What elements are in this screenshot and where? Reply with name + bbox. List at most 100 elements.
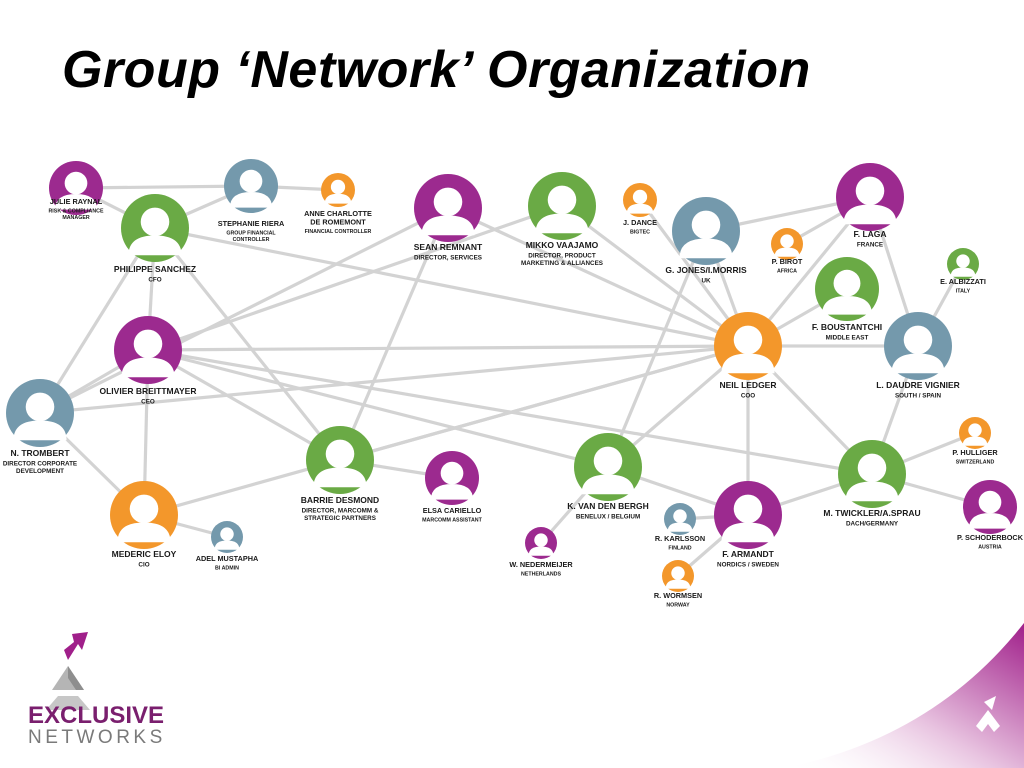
person-icon	[774, 234, 800, 257]
person-node-twickler: M. TWICKLER/A.SPRAU DACH/GERMANY	[823, 440, 921, 528]
person-node-karlsson: R. KARLSSON FINLAND	[655, 503, 705, 552]
person-role: MIDDLE EAST	[826, 335, 869, 342]
person-role: BI ADMIN	[215, 566, 239, 572]
person-icon	[421, 187, 475, 236]
logo-arrow-icon	[46, 632, 90, 710]
connection-julie-stephanie	[75, 184, 252, 190]
person-icon	[843, 176, 897, 225]
person-name: M. TWICKLER/A.SPRAU	[823, 508, 920, 518]
person-name: BARRIE DESMOND	[301, 495, 379, 505]
corner-decoration	[784, 623, 1024, 768]
person-role: GROUP FINANCIAL	[226, 231, 276, 237]
person-name: E. ALBIZZATI	[940, 277, 986, 286]
person-icon	[54, 171, 98, 210]
person-name: OLIVIER BREITTMAYER	[100, 386, 197, 396]
connection-trombert-sean	[39, 206, 449, 415]
person-name: MEDERIC ELOY	[112, 549, 177, 559]
person-role: CEO	[141, 399, 155, 406]
person-name: STEPHANIE RIERA	[218, 219, 285, 228]
person-role: BIGTEC	[630, 230, 650, 236]
person-role: NORWAY	[666, 603, 690, 609]
corner-logo-icon	[976, 696, 1000, 732]
connection-olivier-neil	[147, 344, 749, 352]
person-icon	[845, 453, 899, 502]
person-role: DACH/GERMANY	[846, 521, 899, 528]
person-name: N. TROMBERT	[10, 448, 70, 458]
person-role: DIRECTOR CORPORATE	[3, 461, 77, 468]
person-icon	[891, 325, 945, 374]
person-name: W. NEDERMEIJER	[509, 560, 573, 569]
person-node-hulliger: P. HULLIGER SWITZERLAND	[952, 417, 998, 466]
person-role: RISK & COMPLIANCE	[48, 209, 103, 215]
person-name: MIKKO VAAJAMO	[526, 240, 599, 250]
person-name: SEAN REMNANT	[414, 242, 483, 252]
person-name: JULIE RAYNAL	[50, 197, 103, 206]
person-icon	[721, 325, 775, 374]
person-icon	[229, 169, 273, 208]
person-role: CFO	[148, 277, 161, 284]
connection-jones-vdbergh	[606, 230, 708, 468]
person-role: MARCOMM ASSISTANT	[422, 518, 482, 524]
person-name: ADEL MUSTAPHA	[196, 554, 259, 563]
connection-philippe-neil	[154, 226, 749, 348]
person-role: NETHERLANDS	[521, 572, 561, 578]
person-name: R. WORMSEN	[654, 591, 702, 600]
exclusive-networks-logo	[46, 632, 90, 710]
person-role: FRANCE	[857, 242, 883, 249]
person-role: CIO	[138, 562, 149, 569]
logo-wordmark-bottom: NETWORKS	[28, 727, 166, 748]
person-icon	[721, 494, 775, 543]
connection-philippe-trombert	[38, 227, 157, 414]
connection-mikko-neil	[561, 204, 749, 348]
person-role: COO	[741, 393, 755, 400]
person-icon	[121, 329, 175, 378]
person-role: DEVELOPMENT	[16, 468, 64, 475]
person-icon	[117, 494, 171, 543]
person-node-nedermeijer: W. NEDERMEIJER NETHERLANDS	[509, 527, 573, 578]
person-node-olivier: OLIVIER BREITTMAYER CEO	[100, 316, 197, 406]
person-name: P. SCHODERBOCK	[957, 533, 1024, 542]
person-name-line2: DE ROMEMONT	[310, 218, 366, 227]
person-icon	[13, 392, 67, 441]
person-node-adel: ADEL MUSTAPHA BI ADMIN	[196, 521, 259, 572]
person-name: ELSA CARIELLO	[423, 506, 482, 515]
person-role: FINLAND	[668, 546, 691, 552]
person-icon	[581, 446, 635, 495]
person-icon	[528, 533, 554, 556]
slide-title: Group ‘Network’ Organization	[62, 41, 811, 99]
person-icon	[665, 566, 691, 589]
logo-wordmark-top: EXCLUSIVE	[28, 702, 165, 729]
connection-barrie-sean	[338, 207, 450, 461]
person-name: P. HULLIGER	[952, 448, 998, 457]
person-icon	[962, 423, 988, 446]
person-node-elsa: ELSA CARIELLO MARCOMM ASSISTANT	[422, 451, 483, 524]
person-role: UK	[701, 278, 711, 285]
person-role: SWITZERLAND	[956, 460, 995, 466]
person-node-dance: J. DANCE BIGTEC	[623, 183, 657, 236]
person-node-wormsen: R. WORMSEN NORWAY	[654, 560, 702, 609]
person-icon	[313, 439, 367, 488]
connection-philippe-barrie	[153, 227, 342, 461]
person-icon	[535, 185, 589, 234]
person-role: CONTROLLER	[233, 237, 270, 243]
person-name: R. KARLSSON	[655, 534, 705, 543]
person-role: DIRECTOR, SERVICES	[414, 255, 482, 262]
person-icon	[214, 527, 240, 550]
person-icon	[822, 269, 872, 315]
person-name: J. DANCE	[623, 218, 657, 227]
person-icon	[950, 254, 976, 277]
person-name: F. ARMANDT	[722, 549, 774, 559]
person-name: L. DAUDRE VIGNIER	[876, 380, 960, 390]
person-name: P. BIROT	[772, 257, 803, 266]
